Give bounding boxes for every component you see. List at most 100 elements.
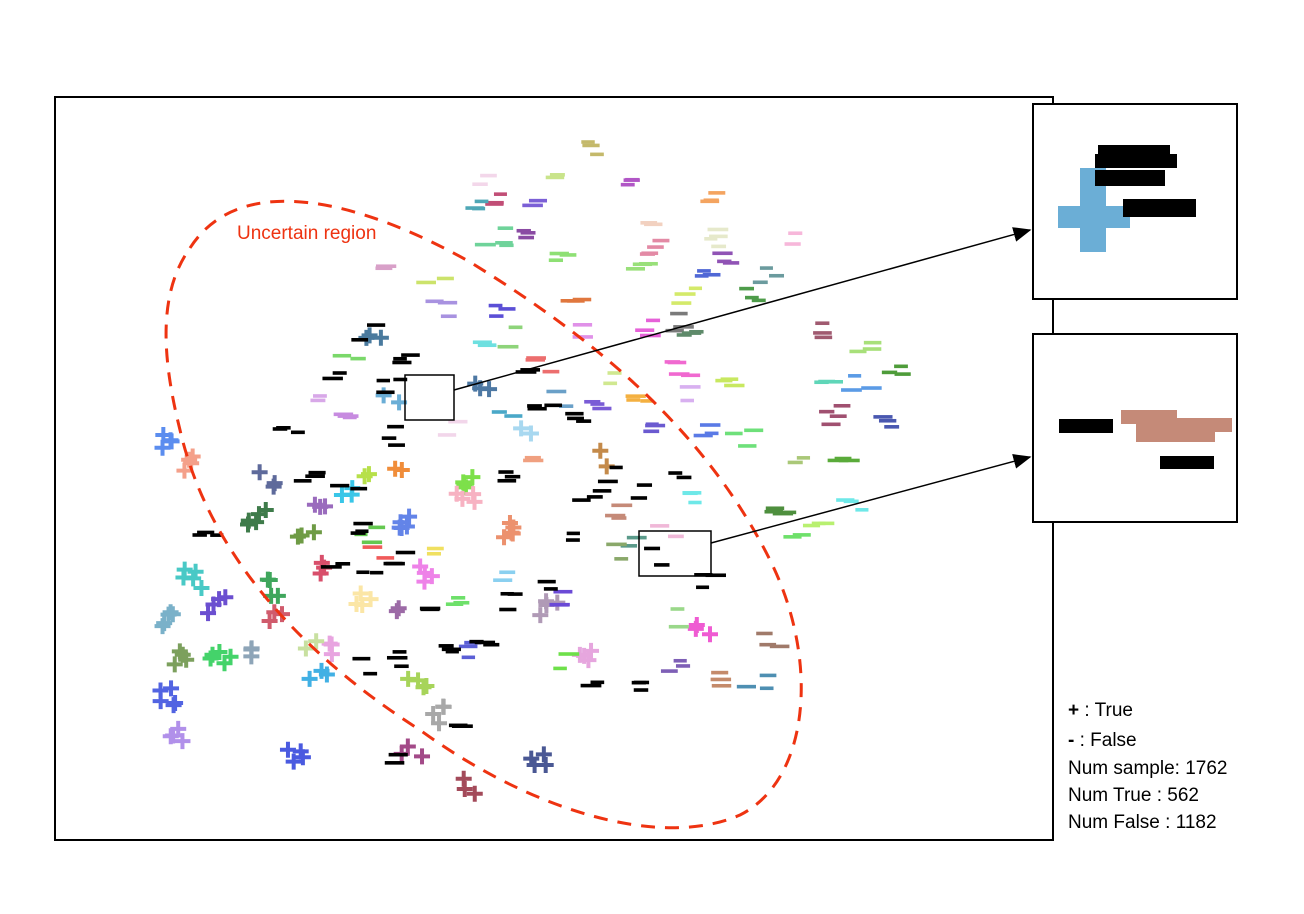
false-point xyxy=(679,385,701,389)
false-point xyxy=(711,670,729,675)
false-point xyxy=(332,371,347,375)
false-point xyxy=(715,378,733,383)
false-point-cluster xyxy=(752,266,785,285)
false-point xyxy=(384,761,405,765)
false-point xyxy=(542,369,560,374)
true-point xyxy=(166,656,183,673)
false-point xyxy=(210,533,224,537)
true-point xyxy=(362,591,379,608)
false-point xyxy=(670,607,685,611)
false-point xyxy=(565,538,580,542)
false-sample-inset-minus xyxy=(1160,456,1214,469)
true-point xyxy=(292,743,309,760)
false-point xyxy=(671,301,692,305)
false-point-cluster xyxy=(625,394,654,403)
true-point-cluster xyxy=(455,770,483,802)
num-true-text: Num True : 562 xyxy=(1068,785,1199,806)
false-point xyxy=(861,386,882,390)
legend-true: + : True xyxy=(1068,700,1133,721)
false-point xyxy=(744,428,764,433)
true-point xyxy=(176,462,193,479)
true-point-cluster xyxy=(425,698,452,732)
false-point xyxy=(545,175,565,180)
false-point xyxy=(650,524,670,528)
false-point xyxy=(681,373,701,378)
true-point xyxy=(323,636,340,653)
false-point-cluster xyxy=(712,251,740,265)
false-point-cluster xyxy=(682,491,702,505)
false-point xyxy=(668,624,689,629)
false-point xyxy=(751,298,766,303)
false-point-cluster xyxy=(472,340,497,348)
true-point xyxy=(526,757,543,774)
false-point-cluster xyxy=(549,589,573,607)
true-point-cluster xyxy=(532,593,566,624)
false-point xyxy=(499,570,516,575)
true-point xyxy=(522,425,539,442)
false-point xyxy=(361,540,383,545)
false-point xyxy=(526,356,546,360)
false-point xyxy=(814,335,833,340)
false-point xyxy=(673,658,687,663)
true-point xyxy=(240,512,257,529)
false-point xyxy=(582,143,600,148)
false-point-cluster xyxy=(516,228,536,240)
false-point-cluster xyxy=(671,286,703,305)
false-point-cluster xyxy=(572,323,593,339)
false-point-cluster xyxy=(739,286,766,303)
false-point xyxy=(370,570,384,575)
false-point xyxy=(426,546,444,551)
false-point xyxy=(675,664,691,668)
true-point-cluster xyxy=(448,485,483,510)
false-point xyxy=(276,426,291,430)
false-point xyxy=(498,307,516,311)
false-point-cluster xyxy=(606,542,629,561)
true-point-cluster xyxy=(154,604,181,635)
false-point-cluster xyxy=(841,374,882,392)
true-sample-inset-plus-horizontal xyxy=(1058,206,1130,228)
false-point xyxy=(646,318,661,323)
false-point-cluster xyxy=(448,723,473,728)
true-sample-inset xyxy=(1032,103,1238,300)
false-point xyxy=(606,542,627,547)
false-sample-connector-arrow xyxy=(710,454,1032,544)
true-point-cluster xyxy=(251,464,283,495)
false-point xyxy=(710,677,732,682)
false-point xyxy=(350,356,366,361)
legend-false-symbol: - xyxy=(1068,730,1074,751)
false-point-cluster xyxy=(548,251,577,263)
false-point xyxy=(500,591,514,596)
false-point-cluster xyxy=(491,410,523,418)
true-point xyxy=(222,648,239,665)
false-point xyxy=(765,506,785,511)
false-point-cluster xyxy=(445,596,470,606)
false-point xyxy=(332,353,352,358)
false-point xyxy=(472,182,488,187)
false-point xyxy=(739,286,755,291)
false-point xyxy=(308,470,326,475)
false-point xyxy=(448,723,468,728)
true-point xyxy=(464,469,481,486)
false-point-cluster xyxy=(640,221,663,227)
false-point xyxy=(717,259,732,264)
legend-true-symbol: + xyxy=(1068,700,1079,721)
false-point xyxy=(694,573,713,577)
true-point xyxy=(202,650,219,667)
false-point xyxy=(769,273,785,278)
false-point-cluster xyxy=(320,561,351,569)
true-point xyxy=(535,746,552,763)
false-point-cluster xyxy=(668,471,692,480)
true-point xyxy=(269,587,286,604)
false-point xyxy=(355,529,369,534)
false-point xyxy=(709,234,728,239)
false-point-cluster xyxy=(787,456,811,465)
true-point-cluster xyxy=(333,480,361,503)
false-point-cluster xyxy=(375,264,397,271)
false-point xyxy=(764,509,783,514)
false-point xyxy=(681,331,702,335)
false-point xyxy=(586,495,603,499)
false-point xyxy=(376,556,395,560)
false-point-cluster xyxy=(873,415,900,429)
false-point xyxy=(707,227,729,232)
